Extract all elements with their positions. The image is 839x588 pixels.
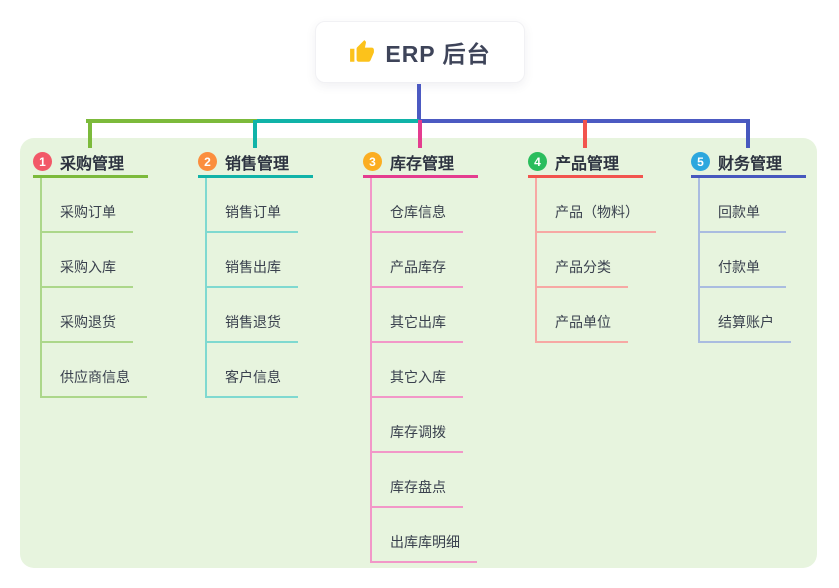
child-node[interactable]: 采购退货 [42, 288, 133, 343]
child-node-label: 其它出库 [390, 314, 446, 330]
branch-4: 4 产品管理 产品（物料） 产品分类产品单位 [528, 120, 678, 343]
child-node-label: 其它入库 [390, 369, 446, 385]
branch-label: 销售管理 [225, 155, 290, 173]
child-node[interactable]: 产品库存 [372, 233, 463, 288]
child-node-label: 仓库信息 [390, 204, 446, 220]
branch-3: 3 库存管理 仓库信息产品库存其它出库其它入库库存调拨库存盘点出库库明细 [363, 120, 513, 563]
child-node-label: 产品单位 [555, 314, 611, 330]
child-node[interactable]: 产品（物料） [537, 178, 656, 233]
child-node-label: 结算账户 [718, 314, 774, 330]
thumbs-up-icon [350, 40, 375, 62]
branch-label: 财务管理 [718, 155, 783, 173]
branch-label: 库存管理 [390, 155, 455, 173]
branch-number-badge: 4 [528, 152, 547, 171]
child-node[interactable]: 付款单 [700, 233, 786, 288]
child-node[interactable]: 销售订单 [207, 178, 298, 233]
branch-drop-connector [253, 120, 257, 148]
branch-number-badge: 3 [363, 152, 382, 171]
branches-panel: 1 采购管理 采购订单采购入库采购退货供应商信息 2 销售管理 销售订单销售出库… [20, 120, 817, 568]
root-title: ERP 后台 [385, 41, 491, 67]
branch-title[interactable]: 5 财务管理 [691, 148, 806, 178]
branch-children: 仓库信息产品库存其它出库其它入库库存调拨库存盘点出库库明细 [370, 178, 513, 563]
branch-drop-connector [583, 120, 587, 148]
child-node-label: 销售订单 [225, 204, 281, 220]
branch-number-badge: 1 [33, 152, 52, 171]
branch-1: 1 采购管理 采购订单采购入库采购退货供应商信息 [33, 120, 183, 398]
branch-children: 产品（物料） 产品分类产品单位 [535, 178, 678, 343]
branch-drop-connector [88, 120, 92, 148]
child-node[interactable]: 出库库明细 [372, 508, 477, 563]
branch-5: 5 财务管理 回款单付款单结算账户 [691, 120, 839, 343]
branch-title[interactable]: 4 产品管理 [528, 148, 643, 178]
branch-title[interactable]: 3 库存管理 [363, 148, 478, 178]
child-node-label: 客户信息 [225, 369, 281, 385]
branch-label: 产品管理 [555, 155, 620, 173]
child-node-label: 销售退货 [225, 314, 281, 330]
child-node-label: 产品库存 [390, 259, 446, 275]
branch-children: 回款单付款单结算账户 [698, 178, 839, 343]
child-node-label: 采购入库 [60, 259, 116, 275]
child-node[interactable]: 产品分类 [537, 233, 628, 288]
branch-drop-connector [418, 120, 422, 148]
root-drop-connector [417, 84, 421, 123]
child-node[interactable]: 销售退货 [207, 288, 298, 343]
branch-title[interactable]: 1 采购管理 [33, 148, 148, 178]
child-node-label: 销售出库 [225, 259, 281, 275]
child-node[interactable]: 其它入库 [372, 343, 463, 398]
child-node[interactable]: 采购订单 [42, 178, 133, 233]
branch-children: 采购订单采购入库采购退货供应商信息 [40, 178, 183, 398]
child-node[interactable]: 回款单 [700, 178, 786, 233]
child-node[interactable]: 供应商信息 [42, 343, 147, 398]
child-node[interactable]: 销售出库 [207, 233, 298, 288]
child-node-label: 采购退货 [60, 314, 116, 330]
child-node-label: 付款单 [718, 259, 760, 275]
child-node[interactable]: 库存盘点 [372, 453, 463, 508]
child-node-label: 出库库明细 [390, 534, 460, 550]
child-node[interactable]: 其它出库 [372, 288, 463, 343]
branch-2: 2 销售管理 销售订单销售出库销售退货客户信息 [198, 120, 348, 398]
connector-segment-middle [257, 119, 419, 123]
child-node[interactable]: 仓库信息 [372, 178, 463, 233]
child-node[interactable]: 库存调拨 [372, 398, 463, 453]
branch-children: 销售订单销售出库销售退货客户信息 [205, 178, 348, 398]
child-node-label: 产品分类 [555, 259, 611, 275]
child-node-label: 供应商信息 [60, 369, 130, 385]
child-node[interactable]: 采购入库 [42, 233, 133, 288]
child-node-label: 库存调拨 [390, 424, 446, 440]
branch-label: 采购管理 [60, 155, 125, 173]
branch-number-badge: 2 [198, 152, 217, 171]
connector-segment-left [86, 119, 257, 123]
branch-number-badge: 5 [691, 152, 710, 171]
child-node[interactable]: 结算账户 [700, 288, 791, 343]
child-node-label: 库存盘点 [390, 479, 446, 495]
branch-title[interactable]: 2 销售管理 [198, 148, 313, 178]
child-node-label: 采购订单 [60, 204, 116, 220]
child-node-label: 产品（物料） [555, 204, 639, 220]
child-node[interactable]: 客户信息 [207, 343, 298, 398]
root-node[interactable]: ERP 后台 [315, 21, 525, 83]
child-node-label: 回款单 [718, 204, 760, 220]
branch-drop-connector [746, 120, 750, 148]
child-node[interactable]: 产品单位 [537, 288, 628, 343]
